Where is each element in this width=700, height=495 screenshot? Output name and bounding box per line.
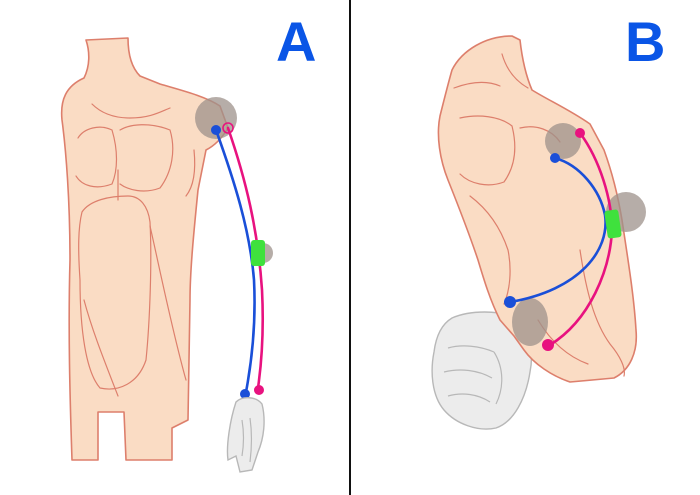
torso-front-view [60,37,229,461]
blue-end-dot-b [504,296,516,308]
blue-start-dot-b [550,153,560,163]
shoulder-joint-b [545,123,581,159]
torso-twisted-view [437,35,638,383]
hand-a [226,397,265,473]
pink-end-dot-b [542,339,554,351]
elbow-marker [251,240,265,266]
pink-end-dot [254,385,264,395]
shoulder-joint [195,97,237,139]
elbow-marker-b [604,209,622,239]
panel-label-b: B [625,10,666,73]
panel-a [60,37,273,473]
pink-arm-line [226,126,265,390]
wrist-joint-b [512,298,548,346]
blue-start-dot [211,125,221,135]
torso-contour-lines [75,103,196,397]
pink-start-dot-b [575,128,585,138]
blue-end-dot [240,389,250,399]
panel-label-a: A [276,10,317,73]
pink-start-dot [222,122,234,134]
panel-b [431,35,646,430]
blue-arm-line [214,128,256,394]
